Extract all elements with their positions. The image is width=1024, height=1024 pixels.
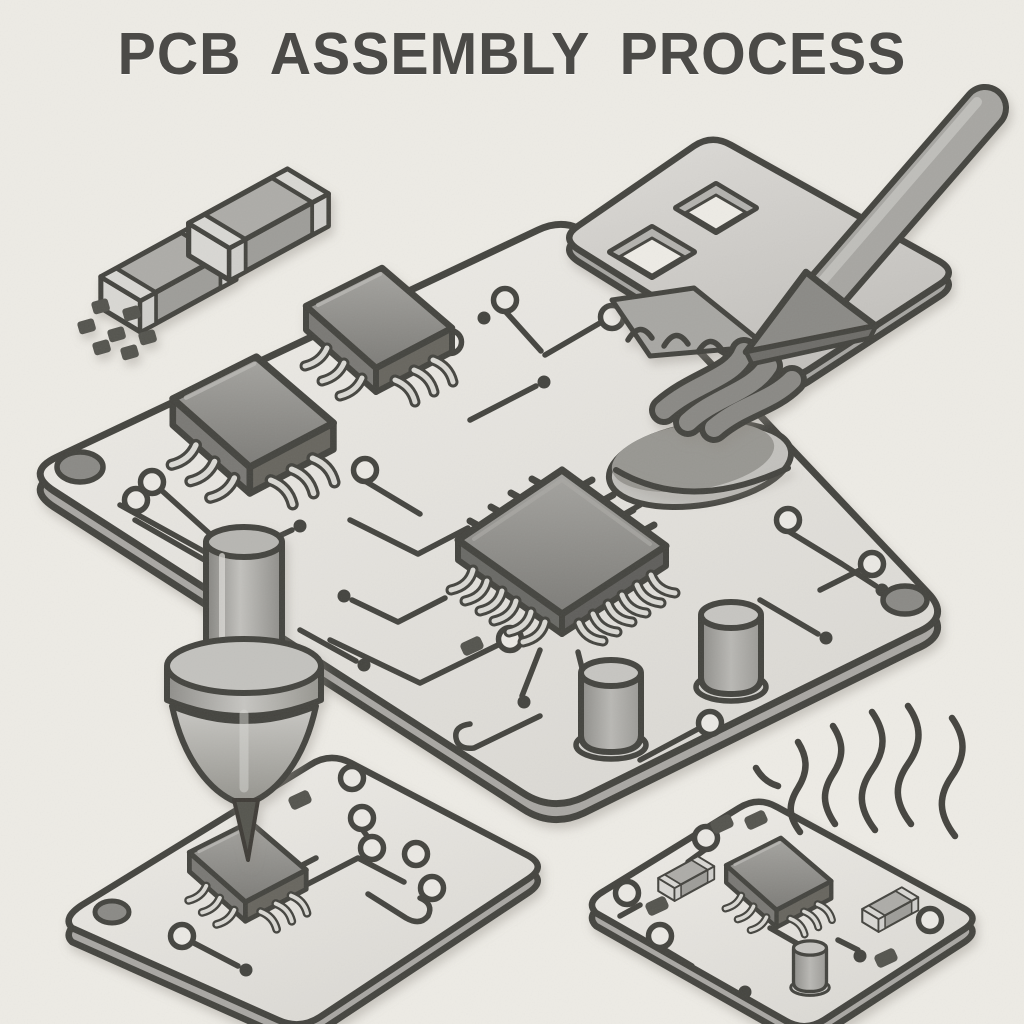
page-title: PCB ASSEMBLY PROCESS: [117, 21, 907, 87]
